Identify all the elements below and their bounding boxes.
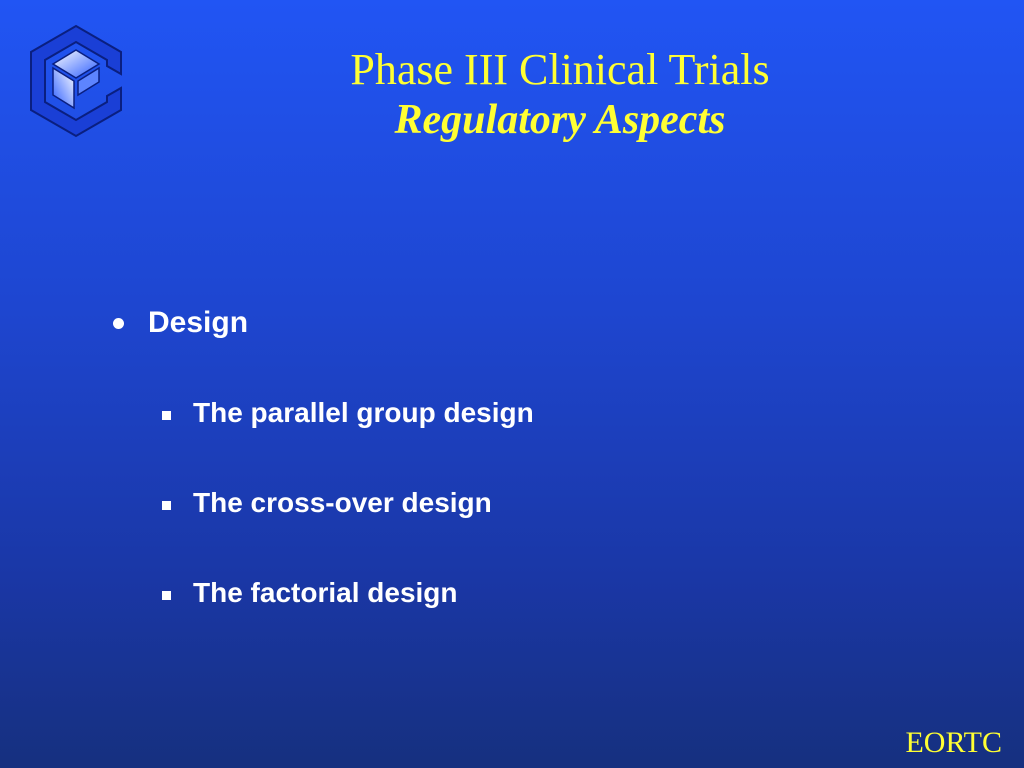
cube-logo-icon (30, 24, 122, 138)
slide-title: Phase III Clinical Trials (350, 45, 770, 94)
sub-bullet-item: The cross-over design (162, 480, 908, 526)
slide-content: Design The parallel group design The cro… (108, 300, 908, 660)
slide-subtitle: Regulatory Aspects (394, 97, 726, 143)
bullet-text: Design (148, 306, 249, 339)
sub-bullet-text: The parallel group design (193, 397, 534, 428)
bullet-item: Design (108, 300, 908, 346)
title-block: Phase III Clinical Trials Regulatory Asp… (300, 44, 820, 144)
sub-bullet-item: The factorial design (162, 570, 908, 616)
sub-bullet-text: The cross-over design (193, 487, 492, 518)
eortc-logo (27, 24, 125, 138)
bullet-square-icon (162, 500, 171, 510)
bullet-dot-icon (113, 317, 124, 329)
sub-bullet-text: The factorial design (193, 577, 458, 608)
footer-label: EORTC (905, 726, 1002, 759)
sub-bullet-item: The parallel group design (162, 390, 908, 436)
sub-bullet-list: The parallel group design The cross-over… (108, 390, 908, 616)
bullet-square-icon (162, 590, 171, 600)
bullet-square-icon (162, 410, 171, 420)
